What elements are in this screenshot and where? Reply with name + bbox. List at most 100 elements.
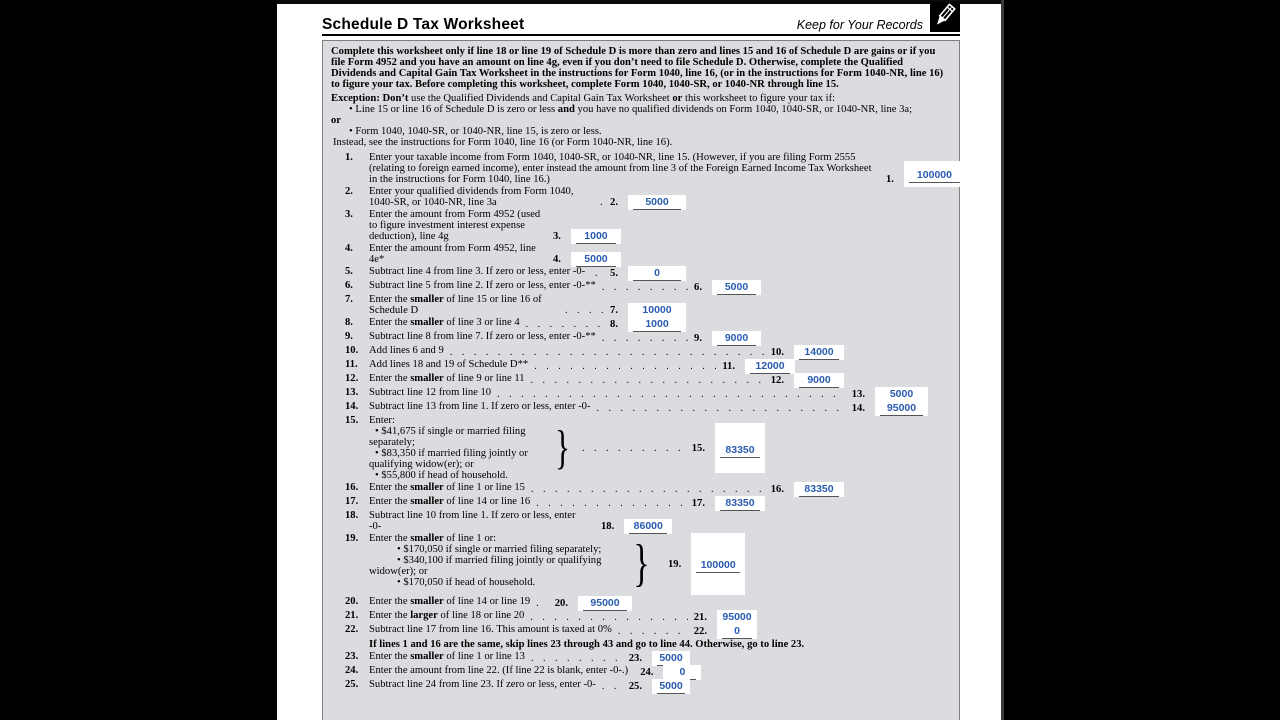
- line-7-amount-field[interactable]: 10000: [628, 303, 686, 318]
- line-ref: 7.: [610, 305, 618, 316]
- line-22-amount-value: 0: [722, 626, 752, 639]
- worksheet-line-21: 21. Enter the larger of line 18 or line …: [331, 610, 951, 625]
- worksheet-line-10: 10. Add lines 6 and 9 . . . . . . . . . …: [331, 345, 951, 360]
- line-ref: 20.: [554, 598, 568, 609]
- line-25-amount-field[interactable]: 5000: [652, 679, 690, 694]
- intro-paragraph: Complete this worksheet only if line 18 …: [331, 46, 944, 90]
- line-3-amount-field[interactable]: 1000: [570, 229, 621, 244]
- line-9-amount-value: 9000: [717, 333, 756, 346]
- line-text: Enter the smaller of line 3 or line 4: [369, 317, 520, 328]
- worksheet-line-6: 6. Subtract line 5 from line 2. If zero …: [331, 280, 951, 295]
- line-15-bullet: • $41,675 if single or married filing se…: [369, 426, 526, 448]
- line-17-amount-value: 83350: [720, 498, 760, 511]
- line-12-amount-field[interactable]: 9000: [794, 373, 844, 388]
- worksheet-line-17: 17. Enter the smaller of line 14 or line…: [331, 496, 951, 511]
- line-14-amount-field[interactable]: 95000: [875, 401, 928, 416]
- line-2-amount-field[interactable]: 5000: [628, 195, 686, 210]
- line-8-amount-value: 1000: [633, 319, 681, 332]
- header-divider: [322, 34, 960, 36]
- exception-bullet-1: • Line 15 or line 16 of Schedule D is ze…: [349, 104, 913, 115]
- brace-glyph: }: [633, 535, 650, 592]
- line-number: 12.: [345, 373, 359, 384]
- line-15-amount-field[interactable]: 83350: [715, 423, 765, 473]
- line-23-amount-field[interactable]: 5000: [652, 651, 690, 666]
- line-15-bullet: • $55,800 if head of household.: [375, 470, 508, 481]
- line-19-amount-field[interactable]: 100000: [691, 533, 746, 595]
- dot-leader: . . . . . . . . . . . . . . . . . . . . …: [530, 612, 687, 623]
- line-4-amount-field[interactable]: 5000: [570, 252, 621, 267]
- line-10-amount-value: 14000: [799, 347, 839, 360]
- line-ref: 21.: [693, 612, 707, 623]
- worksheet-line-9: 9. Subtract line 8 from line 7. If zero …: [331, 331, 951, 346]
- line-ref: 2.: [610, 197, 618, 208]
- worksheet-line-3: 3. Enter the amount from Form 4952 (used…: [331, 209, 951, 244]
- line-ref: 3.: [553, 231, 561, 242]
- line-ref: 1.: [886, 174, 894, 185]
- line-text: Enter the larger of line 18 or line 20: [369, 610, 525, 621]
- line-20-amount-field[interactable]: 95000: [578, 596, 632, 611]
- worksheet-line-13: 13. Subtract line 12 from line 10 . . . …: [331, 387, 951, 402]
- line-ref: 19.: [667, 558, 682, 570]
- line-21-amount-field[interactable]: 95000: [717, 610, 757, 625]
- line-5-amount-field[interactable]: 0: [628, 266, 686, 281]
- line-16-amount-field[interactable]: 83350: [794, 482, 844, 497]
- line-text: Subtract line 10 from line 1. If zero or…: [369, 510, 576, 532]
- line-17-amount-field[interactable]: 83350: [715, 496, 765, 511]
- worksheet-line-24: 24. Enter the amount from line 22. (If l…: [331, 665, 951, 680]
- line-number: 3.: [345, 209, 353, 220]
- line-text: Enter your qualified dividends from Form…: [369, 186, 574, 208]
- worksheet-line-12: 12. Enter the smaller of line 9 or line …: [331, 373, 951, 388]
- worksheet-line-11: 11. Add lines 18 and 19 of Schedule D** …: [331, 359, 951, 374]
- worksheet-line-25: 25. Subtract line 24 from line 23. If ze…: [331, 679, 951, 694]
- line-11-amount-field[interactable]: 12000: [745, 359, 795, 374]
- line-text: Subtract line 13 from line 1. If zero or…: [369, 401, 591, 412]
- line-ref: 15.: [691, 442, 705, 454]
- dot-leader: . . . . . . . . . . . . . . . . . . . . …: [600, 197, 604, 208]
- worksheet-line-7: 7. Enter the smaller of line 15 or line …: [331, 294, 951, 318]
- line-9-amount-field[interactable]: 9000: [712, 331, 761, 346]
- line-text: Enter the smaller of line 14 or line 16: [369, 496, 531, 507]
- brace-glyph: }: [555, 421, 571, 474]
- line-ref: 11.: [722, 361, 735, 372]
- dot-leader: . . . . . . . . . . . . . . . . . . . . …: [530, 375, 765, 386]
- line-11-amount-value: 12000: [750, 361, 790, 374]
- line-19-lead: Enter the smaller of line 1 or:: [369, 533, 497, 544]
- line-text: Enter the smaller of line 14 or line 19: [369, 596, 531, 607]
- line-ref: 24.: [640, 667, 654, 678]
- line-6-amount-field[interactable]: 5000: [712, 280, 761, 295]
- line-14-amount-value: 95000: [880, 403, 923, 416]
- line-10-amount-field[interactable]: 14000: [794, 345, 844, 360]
- worksheet-line-19: 19. Enter the smaller of line 1 or: • $1…: [331, 533, 951, 595]
- line-ref: 10.: [770, 347, 784, 358]
- worksheet-line-8: 8. Enter the smaller of line 3 or line 4…: [331, 317, 951, 332]
- dot-leader: . . . . . . . . . . . . . . . . . . . . …: [497, 389, 846, 400]
- line-number: 25.: [345, 679, 359, 690]
- line-19-amount-value: 100000: [696, 560, 741, 573]
- line-22-amount-field[interactable]: 0: [717, 624, 757, 639]
- dot-leader: . . . . . . . . . . . . . . . . . . . . …: [565, 305, 604, 316]
- line-12-amount-value: 9000: [799, 375, 839, 388]
- line-18-amount-field[interactable]: 86000: [624, 519, 673, 534]
- line-24-amount-field[interactable]: 0: [663, 665, 702, 680]
- line-ref: 23.: [628, 653, 642, 664]
- line-text: Enter the amount from line 22. (If line …: [369, 665, 629, 676]
- line-number: 4.: [345, 243, 353, 254]
- dot-leader: . . . . . . . . . . . . . . . . . . . . …: [617, 626, 688, 637]
- line-text: Add lines 18 and 19 of Schedule D**: [369, 359, 529, 370]
- worksheet-line-20: 20. Enter the smaller of line 14 or line…: [331, 596, 951, 611]
- line-ref: 16.: [770, 484, 784, 495]
- dot-leader: . . . . . . . . . . . . . . . . . . . . …: [530, 484, 765, 495]
- line-1-amount-field[interactable]: 100000: [903, 161, 965, 187]
- line-13-amount-field[interactable]: 5000: [875, 387, 928, 402]
- dot-leader: . . . . . . . . . . . . . . . . . . . . …: [601, 282, 688, 293]
- line-number: 21.: [345, 610, 359, 621]
- line-number: 18.: [345, 510, 359, 521]
- line-19-bullet: • $340,100 if married filing jointly or …: [369, 555, 602, 577]
- dot-leader: . . . . . . . . . . . . . . . . . . . . …: [449, 347, 765, 358]
- line-2-amount-value: 5000: [633, 197, 681, 210]
- line-text: Subtract line 17 from line 16. This amou…: [369, 624, 612, 635]
- line-8-amount-field[interactable]: 1000: [628, 317, 686, 332]
- line-number: 9.: [345, 331, 353, 342]
- line-number: 13.: [345, 387, 359, 398]
- page-top-rule: [277, 0, 1004, 4]
